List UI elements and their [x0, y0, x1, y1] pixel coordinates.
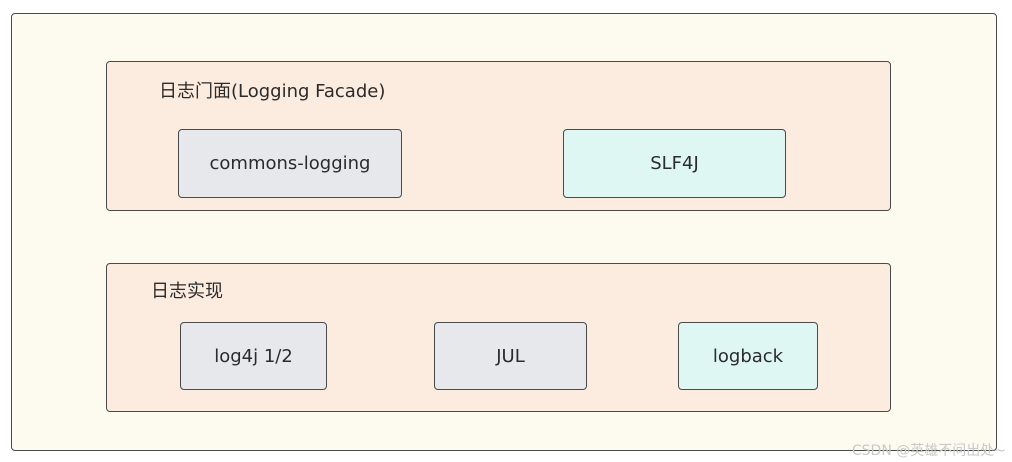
- commons-logging-box: commons-logging: [178, 129, 402, 198]
- jul-box: JUL: [434, 322, 587, 390]
- logging-facade-title: 日志门面(Logging Facade): [159, 81, 386, 102]
- csdn-watermark: CSDN @英雄不问出处~: [851, 443, 1006, 459]
- logging-implementation-group: 日志实现 log4j 1/2 JUL logback: [106, 263, 891, 412]
- logging-facade-group: 日志门面(Logging Facade) commons-logging SLF…: [106, 61, 891, 211]
- logback-box: logback: [678, 322, 818, 390]
- logging-implementation-title: 日志实现: [151, 281, 223, 302]
- slf4j-box: SLF4J: [563, 129, 786, 198]
- log4j-box: log4j 1/2: [180, 322, 327, 390]
- diagram-outer-frame: 日志门面(Logging Facade) commons-logging SLF…: [11, 13, 997, 451]
